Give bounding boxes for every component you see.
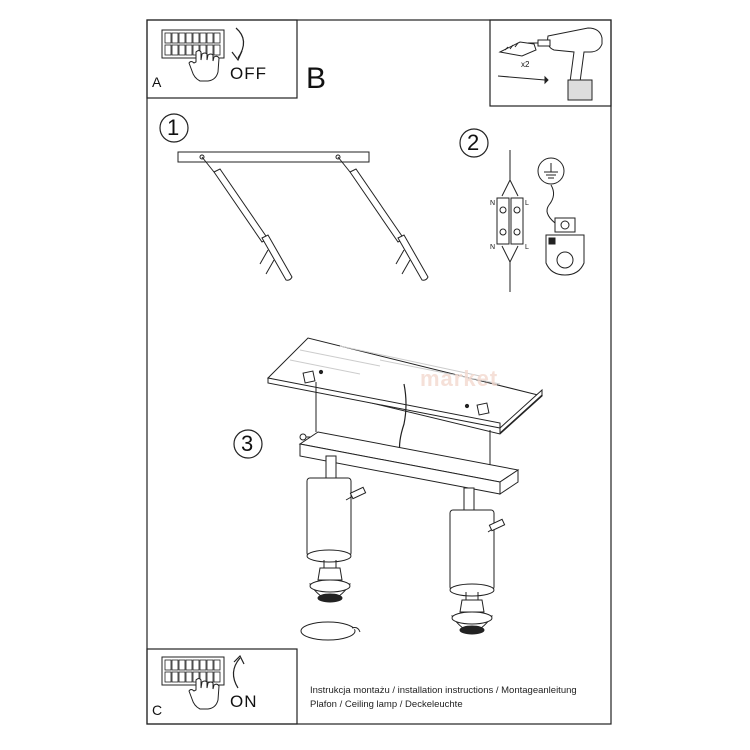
spotlight-left: [306, 455, 367, 603]
watermark: market: [420, 366, 499, 391]
cable: [398, 383, 407, 455]
breaker-off-icon: [161, 29, 225, 59]
arrow-down-icon: [235, 27, 245, 59]
step-3-number: 3: [241, 431, 254, 456]
spotlight-right: [449, 487, 506, 635]
caption-line-1: Instrukcja montażu / installation instru…: [310, 685, 577, 696]
retaining-ring: [300, 621, 361, 641]
panel-a-label: A: [152, 74, 162, 90]
step-1-diagram: [159, 113, 429, 281]
terminal-n-top: N: [490, 200, 496, 207]
panel-b-label: B: [306, 62, 327, 95]
terminal-n-bottom: N: [490, 244, 496, 251]
panel-a: [146, 19, 298, 99]
panel-b-tools: [489, 19, 612, 107]
step-1-number: 1: [167, 115, 180, 140]
mounting-plate: [267, 337, 544, 435]
panel-c: [146, 648, 298, 725]
screw-icon: [497, 75, 549, 85]
panel-c-label: C: [152, 702, 163, 718]
wall-plug-icon: [498, 41, 537, 57]
count-label: x2: [521, 60, 530, 69]
arrow-up-icon: [232, 657, 241, 689]
drill-icon: [528, 27, 603, 101]
off-label: OFF: [230, 64, 267, 83]
breaker-on-icon: [161, 656, 225, 686]
step-2-number: 2: [467, 130, 480, 155]
step-2-diagram: [459, 128, 585, 292]
on-label: ON: [230, 692, 258, 711]
hand-icon: [188, 50, 220, 82]
ground-icon: [537, 157, 585, 276]
lamp-bar: [298, 431, 520, 495]
step-3-diagram: [233, 337, 544, 641]
sheet-frame: [146, 19, 612, 725]
terminal-l-bottom: L: [525, 244, 529, 251]
terminal-l-top: L: [525, 200, 529, 207]
caption-line-2: Plafon / Ceiling lamp / Deckeleuchte: [310, 699, 463, 710]
hand-icon: [188, 678, 220, 710]
